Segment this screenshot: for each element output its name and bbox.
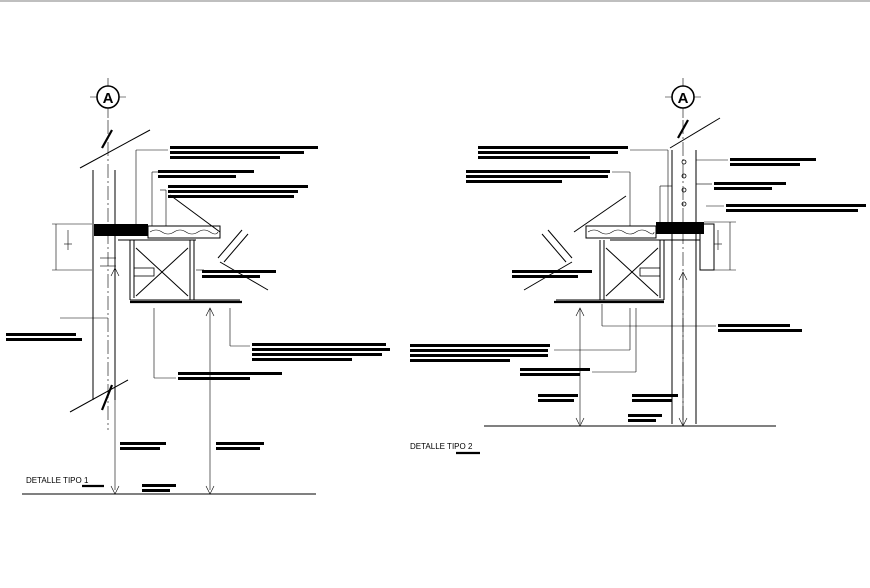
detail-1-note-6 <box>252 343 386 346</box>
detail-1-note-10 <box>142 484 176 487</box>
detail-2-steel-beam <box>554 240 665 304</box>
detail-2-notes <box>410 146 866 422</box>
detail-1-note-7 <box>178 372 282 375</box>
detail-2-axis-marker: A <box>665 78 701 118</box>
detail-1-note-4 <box>202 270 276 273</box>
detail-1-dimension-marks <box>52 223 116 271</box>
detail-2-leaders <box>554 149 728 373</box>
detail-1-note-9 <box>216 442 264 445</box>
detail-2-wall <box>669 117 721 424</box>
detail-2-note-6 <box>512 270 592 273</box>
detail-1-note-2 <box>158 170 254 173</box>
detail-1-notes <box>6 146 390 492</box>
detail-2-break-symbol <box>523 195 627 291</box>
detail-1-drawing: A <box>6 78 390 495</box>
detail-2-note-3 <box>730 158 816 161</box>
detail-1-note-1 <box>170 146 318 149</box>
detail-2-note-8 <box>410 344 550 347</box>
detail-2-note-2 <box>466 170 610 173</box>
detail-1-title: DETALLE TIPO 1 <box>26 476 89 485</box>
detail-1-slab <box>94 224 221 241</box>
detail-2-drawing: A <box>410 78 866 455</box>
detail-2-axis-label: A <box>678 90 689 107</box>
detail-2-note-12 <box>628 414 662 417</box>
detail-1-note-5 <box>6 333 76 336</box>
detail-2-note-1 <box>478 146 628 149</box>
detail-2-note-10 <box>538 394 578 397</box>
detail-2-slab <box>585 222 715 271</box>
detail-2-note-11 <box>632 394 678 397</box>
detail-1-wall <box>69 129 151 413</box>
detail-2-dimension-marks <box>659 185 736 271</box>
detail-1-axis-label: A <box>103 90 114 107</box>
detail-2-note-5 <box>726 204 866 207</box>
detail-1-note-8 <box>120 442 166 445</box>
detail-2-note-9 <box>520 368 590 371</box>
detail-2-arrows <box>575 271 688 427</box>
detail-1-steel-beam <box>129 240 242 304</box>
detail-2-title: DETALLE TIPO 2 <box>410 442 473 451</box>
detail-2-note-7 <box>718 324 790 327</box>
detail-2-note-4 <box>714 182 786 185</box>
detail-1-axis-marker: A <box>90 78 126 118</box>
detail-1-leaders <box>60 149 250 379</box>
detail-1-note-3 <box>168 185 308 188</box>
